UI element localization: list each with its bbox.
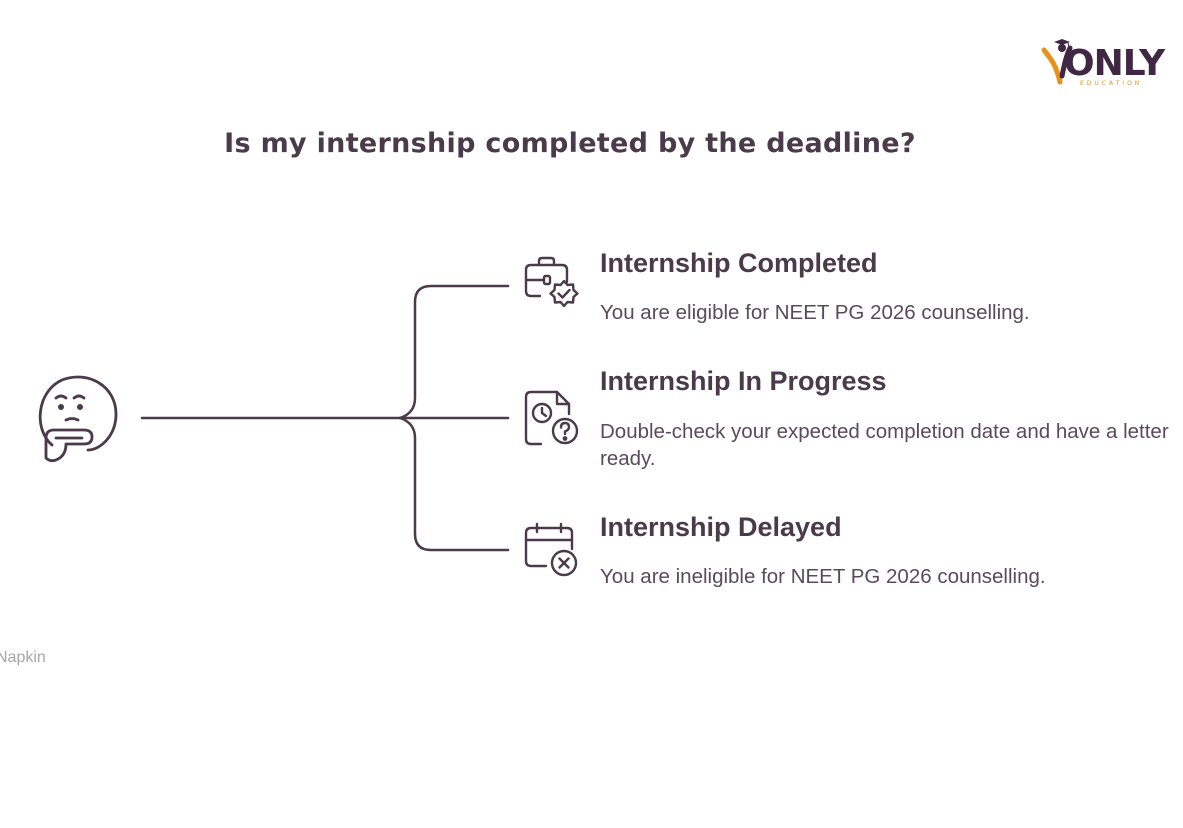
- branch-heading-completed: Internship Completed: [600, 248, 878, 278]
- branch-1-connector-line: [398, 284, 510, 420]
- branch-heading-delayed: Internship Delayed: [600, 512, 842, 542]
- branch-description-completed: You are eligible for NEET PG 2026 counse…: [600, 301, 1030, 324]
- branch-3-connector-line: [398, 416, 510, 552]
- branch-description-delayed: You are ineligible for NEET PG 2026 coun…: [600, 565, 1046, 588]
- diagram-title: Is my internship completed by the deadli…: [224, 128, 916, 159]
- thinking-face-icon: [38, 375, 118, 463]
- calendar-cross-icon: [524, 522, 578, 577]
- napkin-watermark: Napkin: [0, 649, 46, 666]
- logo-subtitle: EDUCATION: [1080, 80, 1143, 87]
- graduate-figure-icon: [1041, 39, 1073, 85]
- document-clock-question-icon: [524, 390, 579, 446]
- branch-description-in-progress: Double-check your expected completion da…: [600, 420, 1169, 470]
- only-education-logo: ONLY EDUCATION: [1040, 38, 1176, 90]
- branch-heading-in-progress: Internship In Progress: [600, 366, 887, 396]
- logo-wordmark: ONLY: [1064, 43, 1165, 84]
- briefcase-check-icon: [524, 256, 579, 308]
